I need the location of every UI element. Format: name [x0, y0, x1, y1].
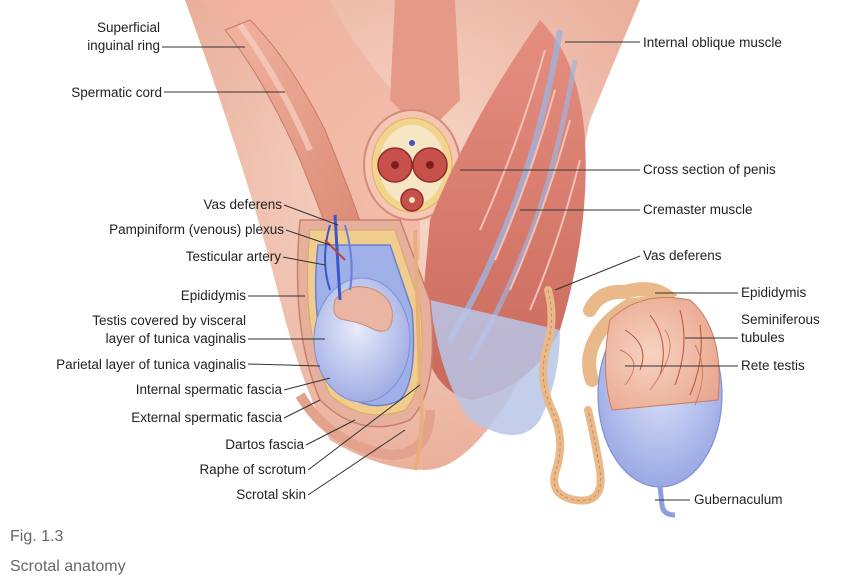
penis	[363, 0, 461, 221]
label-superficial-inguinal-ring-1: Superficial	[96, 20, 160, 35]
leader-lines-right	[460, 41, 738, 501]
label-dartos-fascia: Dartos fascia	[225, 437, 304, 452]
label-gubernaculum: Gubernaculum	[694, 492, 783, 507]
leader-raphe	[307, 384, 421, 471]
label-superficial-inguinal-ring-2: inguinal ring	[87, 38, 160, 53]
figure-number: Fig. 1.3	[10, 528, 64, 545]
leader-pampiniform	[285, 229, 331, 246]
label-spermatic-cord: Spermatic cord	[71, 85, 162, 100]
label-rete-testis: Rete testis	[741, 358, 805, 373]
leader-external-fascia	[283, 399, 321, 419]
label-external-spermatic-fascia: External spermatic fascia	[131, 410, 282, 425]
leader-dartos	[305, 419, 356, 446]
label-raphe-of-scrotum: Raphe of scrotum	[199, 462, 306, 477]
label-cross-section-of-penis: Cross section of penis	[643, 162, 776, 177]
label-vas-deferens-left: Vas deferens	[203, 197, 282, 212]
scrotal-anatomy-figure: Superficial inguinal ring Spermatic cord…	[56, 0, 820, 518]
raphe	[413, 229, 424, 471]
label-parietal-layer: Parietal layer of tunica vaginalis	[56, 357, 246, 372]
leader-internal-fascia	[283, 377, 331, 391]
cremaster-muscle	[420, 20, 586, 435]
leader-parietal-layer	[247, 363, 321, 367]
label-internal-spermatic-fascia: Internal spermatic fascia	[135, 382, 282, 397]
figure-caption: Scrotal anatomy	[10, 558, 126, 575]
left-scrotal-layers	[295, 214, 435, 461]
leader-vas-deferens-left	[283, 204, 339, 226]
label-epididymis-left: Epididymis	[180, 288, 246, 303]
label-cremaster-muscle: Cremaster muscle	[643, 202, 753, 217]
detailed-testis	[539, 282, 723, 518]
label-seminiferous-tubules-2: tubules	[741, 330, 785, 345]
label-internal-oblique-muscle: Internal oblique muscle	[643, 35, 782, 50]
label-testicular-artery: Testicular artery	[185, 249, 281, 264]
leader-vas-deferens-right	[554, 255, 641, 291]
anatomy-illustration	[162, 0, 738, 518]
label-epididymis-right: Epididymis	[741, 285, 807, 300]
leader-scrotal-skin	[307, 429, 406, 496]
label-seminiferous-tubules-1: Seminiferous	[741, 312, 820, 327]
label-vas-deferens-right: Vas deferens	[643, 248, 722, 263]
label-scrotal-skin: Scrotal skin	[236, 487, 306, 502]
leader-testicular-artery	[282, 256, 326, 266]
label-pampiniform-plexus: Pampiniform (venous) plexus	[109, 222, 284, 237]
leader-lines-left	[162, 46, 421, 496]
label-testis-visceral-1: Testis covered by visceral	[92, 313, 246, 328]
label-testis-visceral-2: layer of tunica vaginalis	[105, 331, 246, 346]
